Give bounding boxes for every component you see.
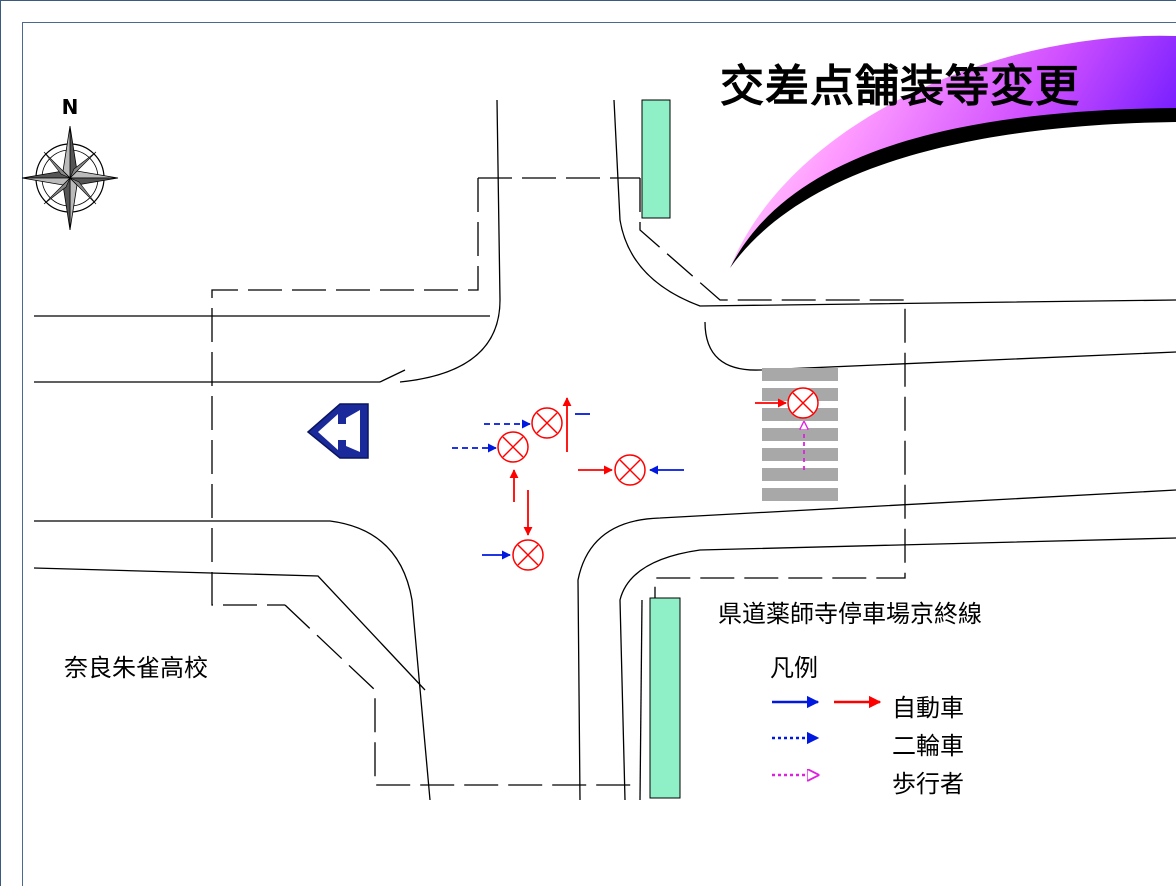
school-label: 奈良朱雀高校	[64, 654, 208, 682]
title-banner-swoosh	[730, 35, 1176, 269]
traffic-island-south	[649, 597, 681, 799]
conflict-point-icon	[787, 387, 819, 419]
legend-item-car: 自動車	[892, 694, 964, 722]
north-label: N	[62, 95, 79, 119]
movement-arrows	[452, 397, 804, 560]
conflict-point-icon	[497, 431, 529, 463]
road-edges	[33, 99, 1176, 801]
boundary-dashes	[211, 177, 906, 786]
conflict-points	[497, 387, 819, 571]
legend-title: 凡例	[770, 654, 818, 682]
legend-symbols	[772, 695, 882, 775]
conflict-point-icon	[531, 407, 563, 439]
diagram-panel	[22, 22, 1176, 886]
conflict-point-icon	[512, 539, 544, 571]
legend-item-motorcycle: 二輪車	[892, 732, 964, 760]
route-label: 県道薬師寺停車場京終線	[718, 600, 982, 628]
compass-rose-icon	[21, 125, 119, 231]
direction-sign-icon	[306, 403, 369, 459]
conflict-point-icon	[614, 454, 646, 486]
legend-item-pedestrian: 歩行者	[892, 770, 964, 798]
diagram-title: 交差点舗装等変更	[720, 61, 1080, 112]
crosswalk	[762, 368, 838, 501]
traffic-island-north	[641, 99, 671, 219]
